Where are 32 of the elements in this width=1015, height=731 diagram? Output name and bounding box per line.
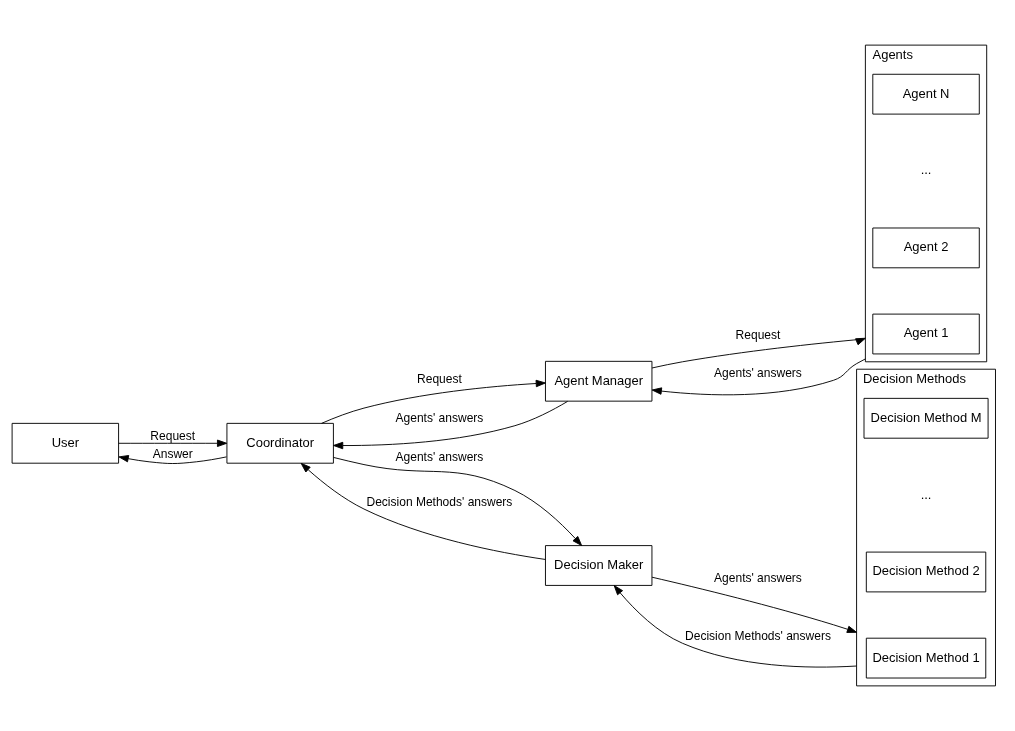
node-box: User xyxy=(11,422,120,464)
edge-label: Request xyxy=(417,371,462,386)
edge-label: Request xyxy=(735,328,781,343)
edge-label: Agents' answers xyxy=(395,411,484,426)
arrow xyxy=(300,462,546,560)
edge-label: Agents' answers xyxy=(395,450,484,465)
arrow xyxy=(333,457,583,546)
arrow xyxy=(333,400,569,450)
node-box: Agent 2 xyxy=(872,227,980,269)
arrow xyxy=(118,439,228,447)
node-box: Decision Maker xyxy=(545,545,653,586)
node-box: Decision Method 1 xyxy=(865,637,987,679)
node-box: Coordinator xyxy=(226,422,334,464)
arrow xyxy=(651,337,866,369)
arrow xyxy=(118,455,227,464)
edge-label: Decision Methods' answers xyxy=(366,494,513,509)
arrow xyxy=(651,358,866,396)
edge-label: Agents' answers xyxy=(714,365,802,380)
node-box: Agent Manager xyxy=(545,360,653,402)
edge-label: Request xyxy=(150,428,196,443)
edge-label: Answer xyxy=(152,447,193,462)
arrow xyxy=(321,379,546,424)
label: ... xyxy=(920,162,932,178)
node-box: Decision Method 2 xyxy=(865,551,987,593)
edge-label: Decision Methods' answers xyxy=(685,628,831,643)
arrow xyxy=(613,585,858,668)
node-box: Agent N xyxy=(872,73,980,115)
arrow xyxy=(651,576,858,633)
edge-label: Agents' answers xyxy=(714,570,802,585)
node-box: Decision Method M xyxy=(863,397,989,439)
node-box: Agent 1 xyxy=(872,313,980,355)
label: ... xyxy=(920,486,932,502)
